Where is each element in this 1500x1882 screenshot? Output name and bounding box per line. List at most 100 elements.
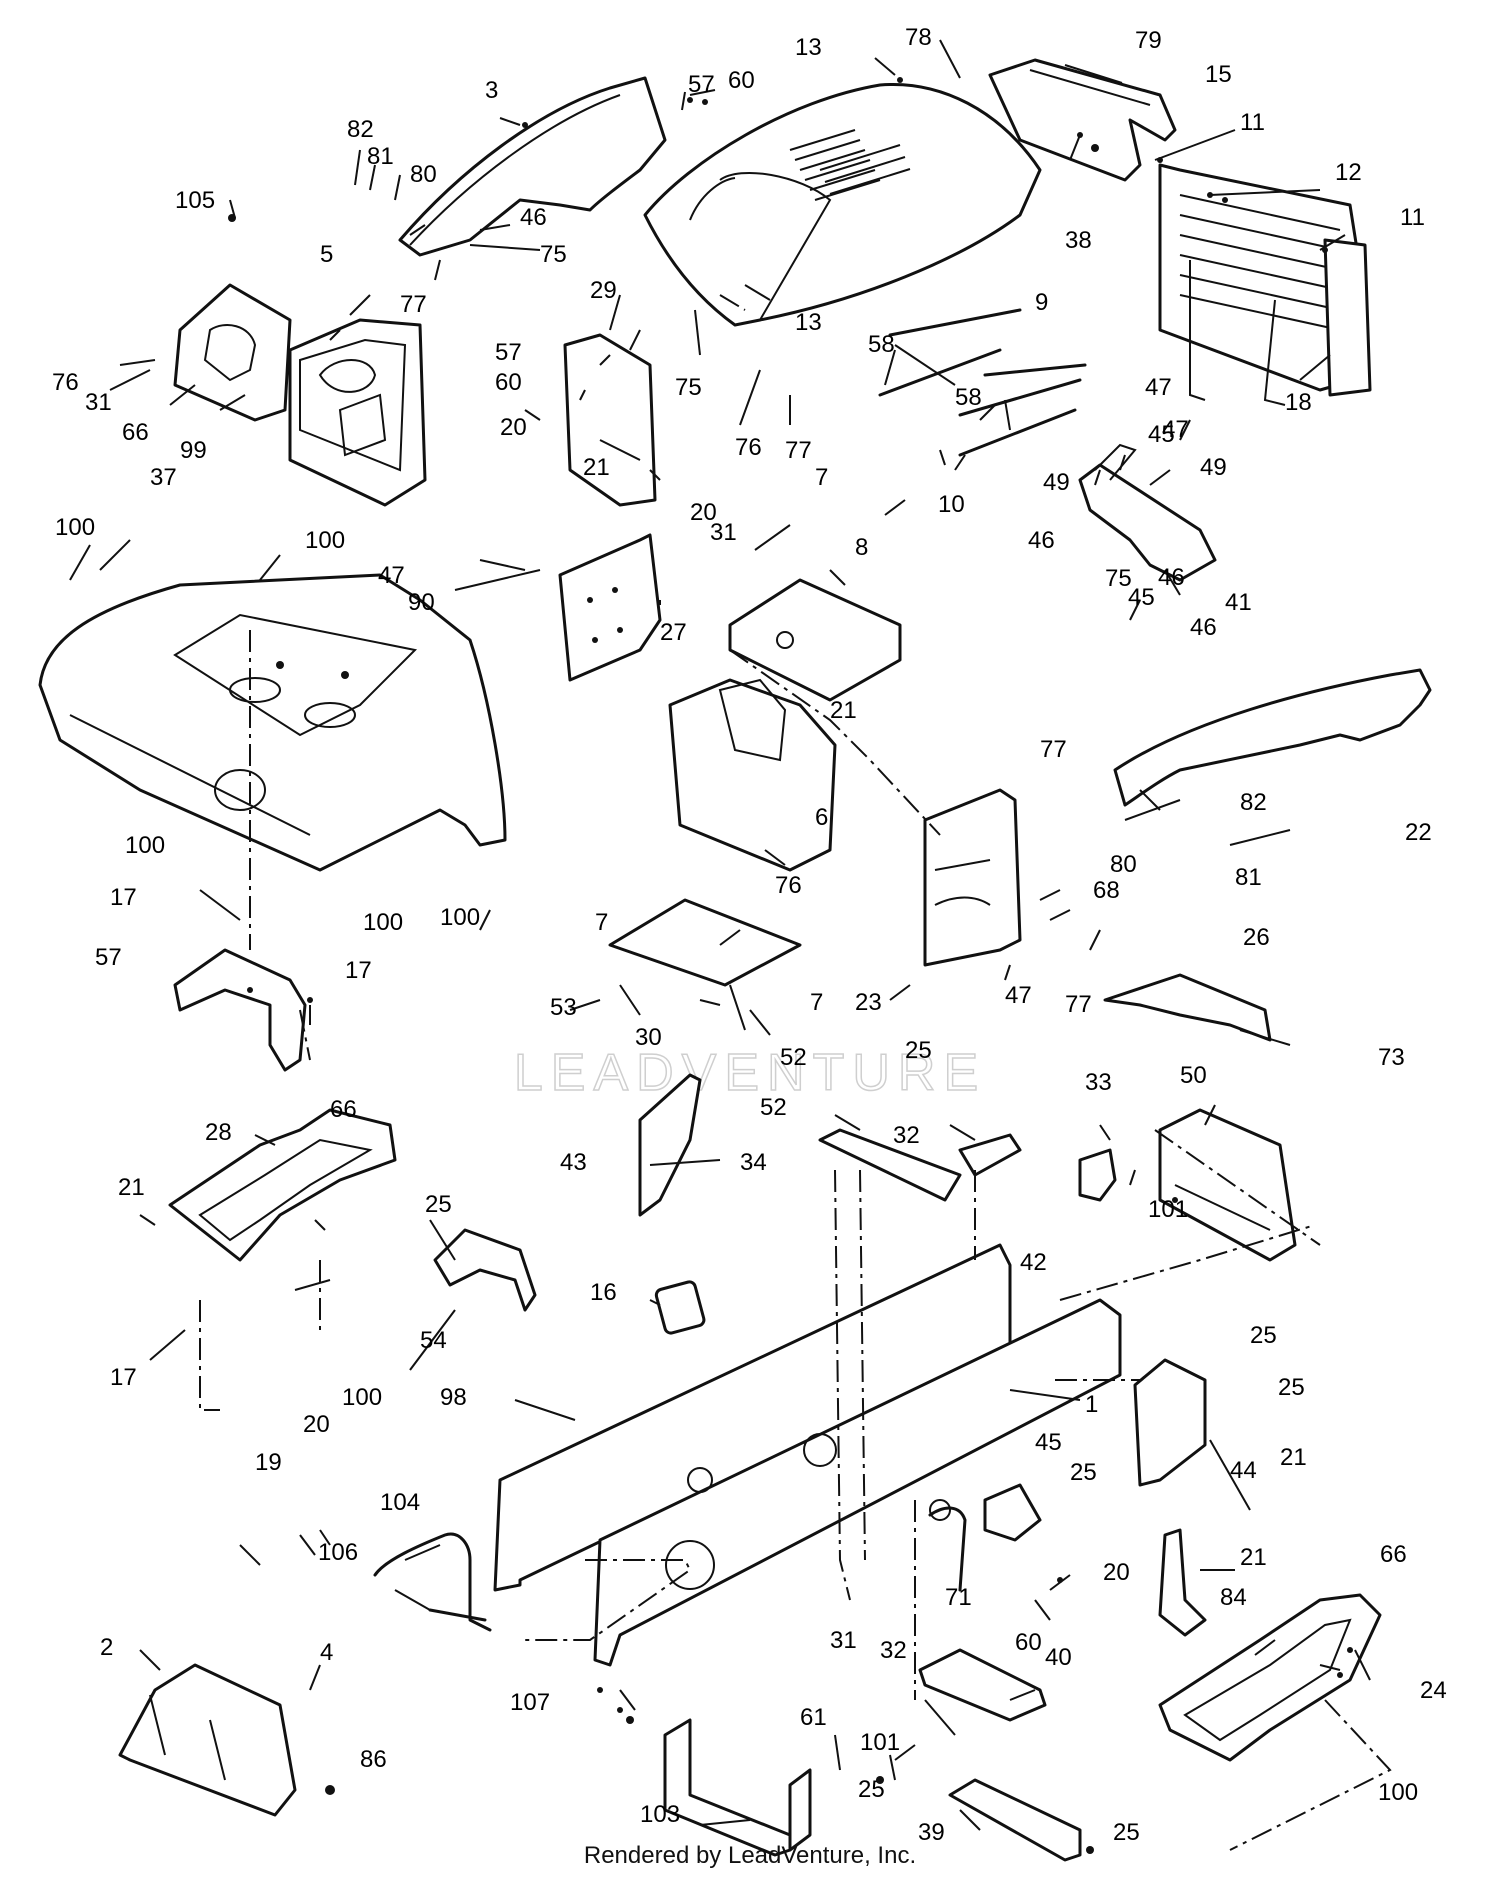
part-98-guard [663,1718,812,1857]
callout-16: 16 [590,1279,617,1306]
callout-7-low: 7 [810,989,823,1016]
callout-71-top: 75 [540,241,567,268]
callout-93-left: 100 [55,514,95,541]
callout-20-right: 20 [690,499,717,526]
callout-51-b: 47 [1162,416,1189,443]
callout-3: 3 [485,77,498,104]
callout-95-b: 100 [363,909,403,936]
callout-47-top: 47 [378,562,405,589]
callout-72-center: 76 [775,872,802,899]
callout-45: 45 [1035,1429,1062,1456]
callout-18: 18 [1285,389,1312,416]
callout-30: 30 [635,1024,662,1051]
callout-74: 75 [675,374,702,401]
callout-24: 24 [1420,1677,1447,1704]
callout-93-center: 100 [440,904,480,931]
part-92-shield [173,283,292,422]
callout-21-right: 21 [1280,1444,1307,1471]
callout-41: 41 [1225,589,1252,616]
callout-34: 34 [740,1149,767,1176]
callout-100: 106 [318,1539,358,1566]
callout-38: 38 [1065,227,1092,254]
callout-57-a: 58 [868,331,895,358]
callout-56: 54 [420,1327,447,1354]
callout-49-a: 46 [1028,527,1055,554]
callout-96: 105 [175,187,215,214]
callout-93-bottom: 100 [1378,1779,1418,1806]
callout-95-a: 100 [125,832,165,859]
part-16-grommet [654,1280,706,1335]
callout-26: 26 [1243,924,1270,951]
part-91-1-frame [493,1243,1122,1667]
callout-55-mid: 57 [495,339,522,366]
callout-80-right: 80 [1110,851,1137,878]
callout-73: 77 [1065,991,1092,1018]
callout-47-low: 47 [1005,982,1032,1009]
callout-94-low: 101 [860,1729,900,1756]
callout-labels: 13 78 79 15 3 57 60 11 12 11 38 82 81 80… [52,24,1447,1846]
callout-7-top: 7 [815,464,828,491]
part-23-plate [923,788,1022,967]
callout-49-top: 46 [520,204,547,231]
callout-53-a: 49 [1043,469,1070,496]
part-44-bracket [1133,1358,1207,1487]
callout-2: 2 [100,1634,113,1661]
part-40-39-brackets [918,1648,1082,1862]
callout-25-right: 25 [1278,1374,1305,1401]
callout-8: 8 [855,534,868,561]
callout-15: 15 [1205,61,1232,88]
callout-7-mid: 7 [595,909,608,936]
callout-91: 98 [440,1384,467,1411]
callout-21-left: 21 [118,1174,145,1201]
callout-39: 39 [918,1819,945,1846]
callout-66-right: 66 [1380,1541,1407,1568]
callout-78: 79 [1135,27,1162,54]
callout-58: 57 [95,944,122,971]
callout-76: 77 [785,437,812,464]
callout-37: 37 [150,464,177,491]
callout-25-top: 25 [905,1037,932,1064]
callout-42: 42 [1020,1249,1047,1276]
callout-55-top: 57 [688,71,715,98]
part-29-plate [563,333,657,507]
callout-86: 86 [360,1746,387,1773]
callout-53-b: 49 [1200,454,1227,481]
callout-31: 31 [710,519,737,546]
callout-94-top: 101 [1148,1196,1188,1223]
callout-13: 13 [795,309,822,336]
callout-57-b: 58 [955,384,982,411]
callout-17-a: 17 [110,884,137,911]
callout-10: 10 [938,491,965,518]
part-56-bracket [433,1228,537,1312]
part-2-plate [118,1663,297,1817]
part-24-footrest [1158,1593,1382,1762]
callout-69: 73 [1378,1044,1405,1071]
part-70-pin [928,1499,967,1592]
callout-64: 66 [122,419,149,446]
callout-21-center: 21 [830,697,857,724]
callout-22: 22 [1405,819,1432,846]
callout-25-bottom-b: 25 [1113,1819,1140,1846]
callout-44: 44 [1230,1457,1257,1484]
callout-25-mid: 25 [1250,1322,1277,1349]
callout-82-top: 82 [347,116,374,143]
callout-50: 50 [1180,1062,1207,1089]
part-50-bracket [1158,1108,1297,1262]
callout-21-mid: 21 [583,454,610,481]
part-15-38-trim [988,58,1177,182]
callout-21-right-low: 21 [1240,1544,1267,1571]
part-27-plate [558,533,662,682]
part-41-bracket [1078,443,1217,582]
callout-19: 19 [255,1449,282,1476]
part-69-shield [1103,973,1272,1042]
callout-32: 32 [893,1122,920,1149]
callout-52-a: 52 [780,1044,807,1071]
part-34-32-supports [818,1128,1022,1202]
part-58-bracket [173,948,307,1072]
part-9-10-rods [878,308,1087,457]
callout-23: 23 [855,989,882,1016]
callout-9: 9 [1035,289,1048,316]
part-5-console [288,318,427,507]
callout-17-c: 17 [110,1364,137,1391]
